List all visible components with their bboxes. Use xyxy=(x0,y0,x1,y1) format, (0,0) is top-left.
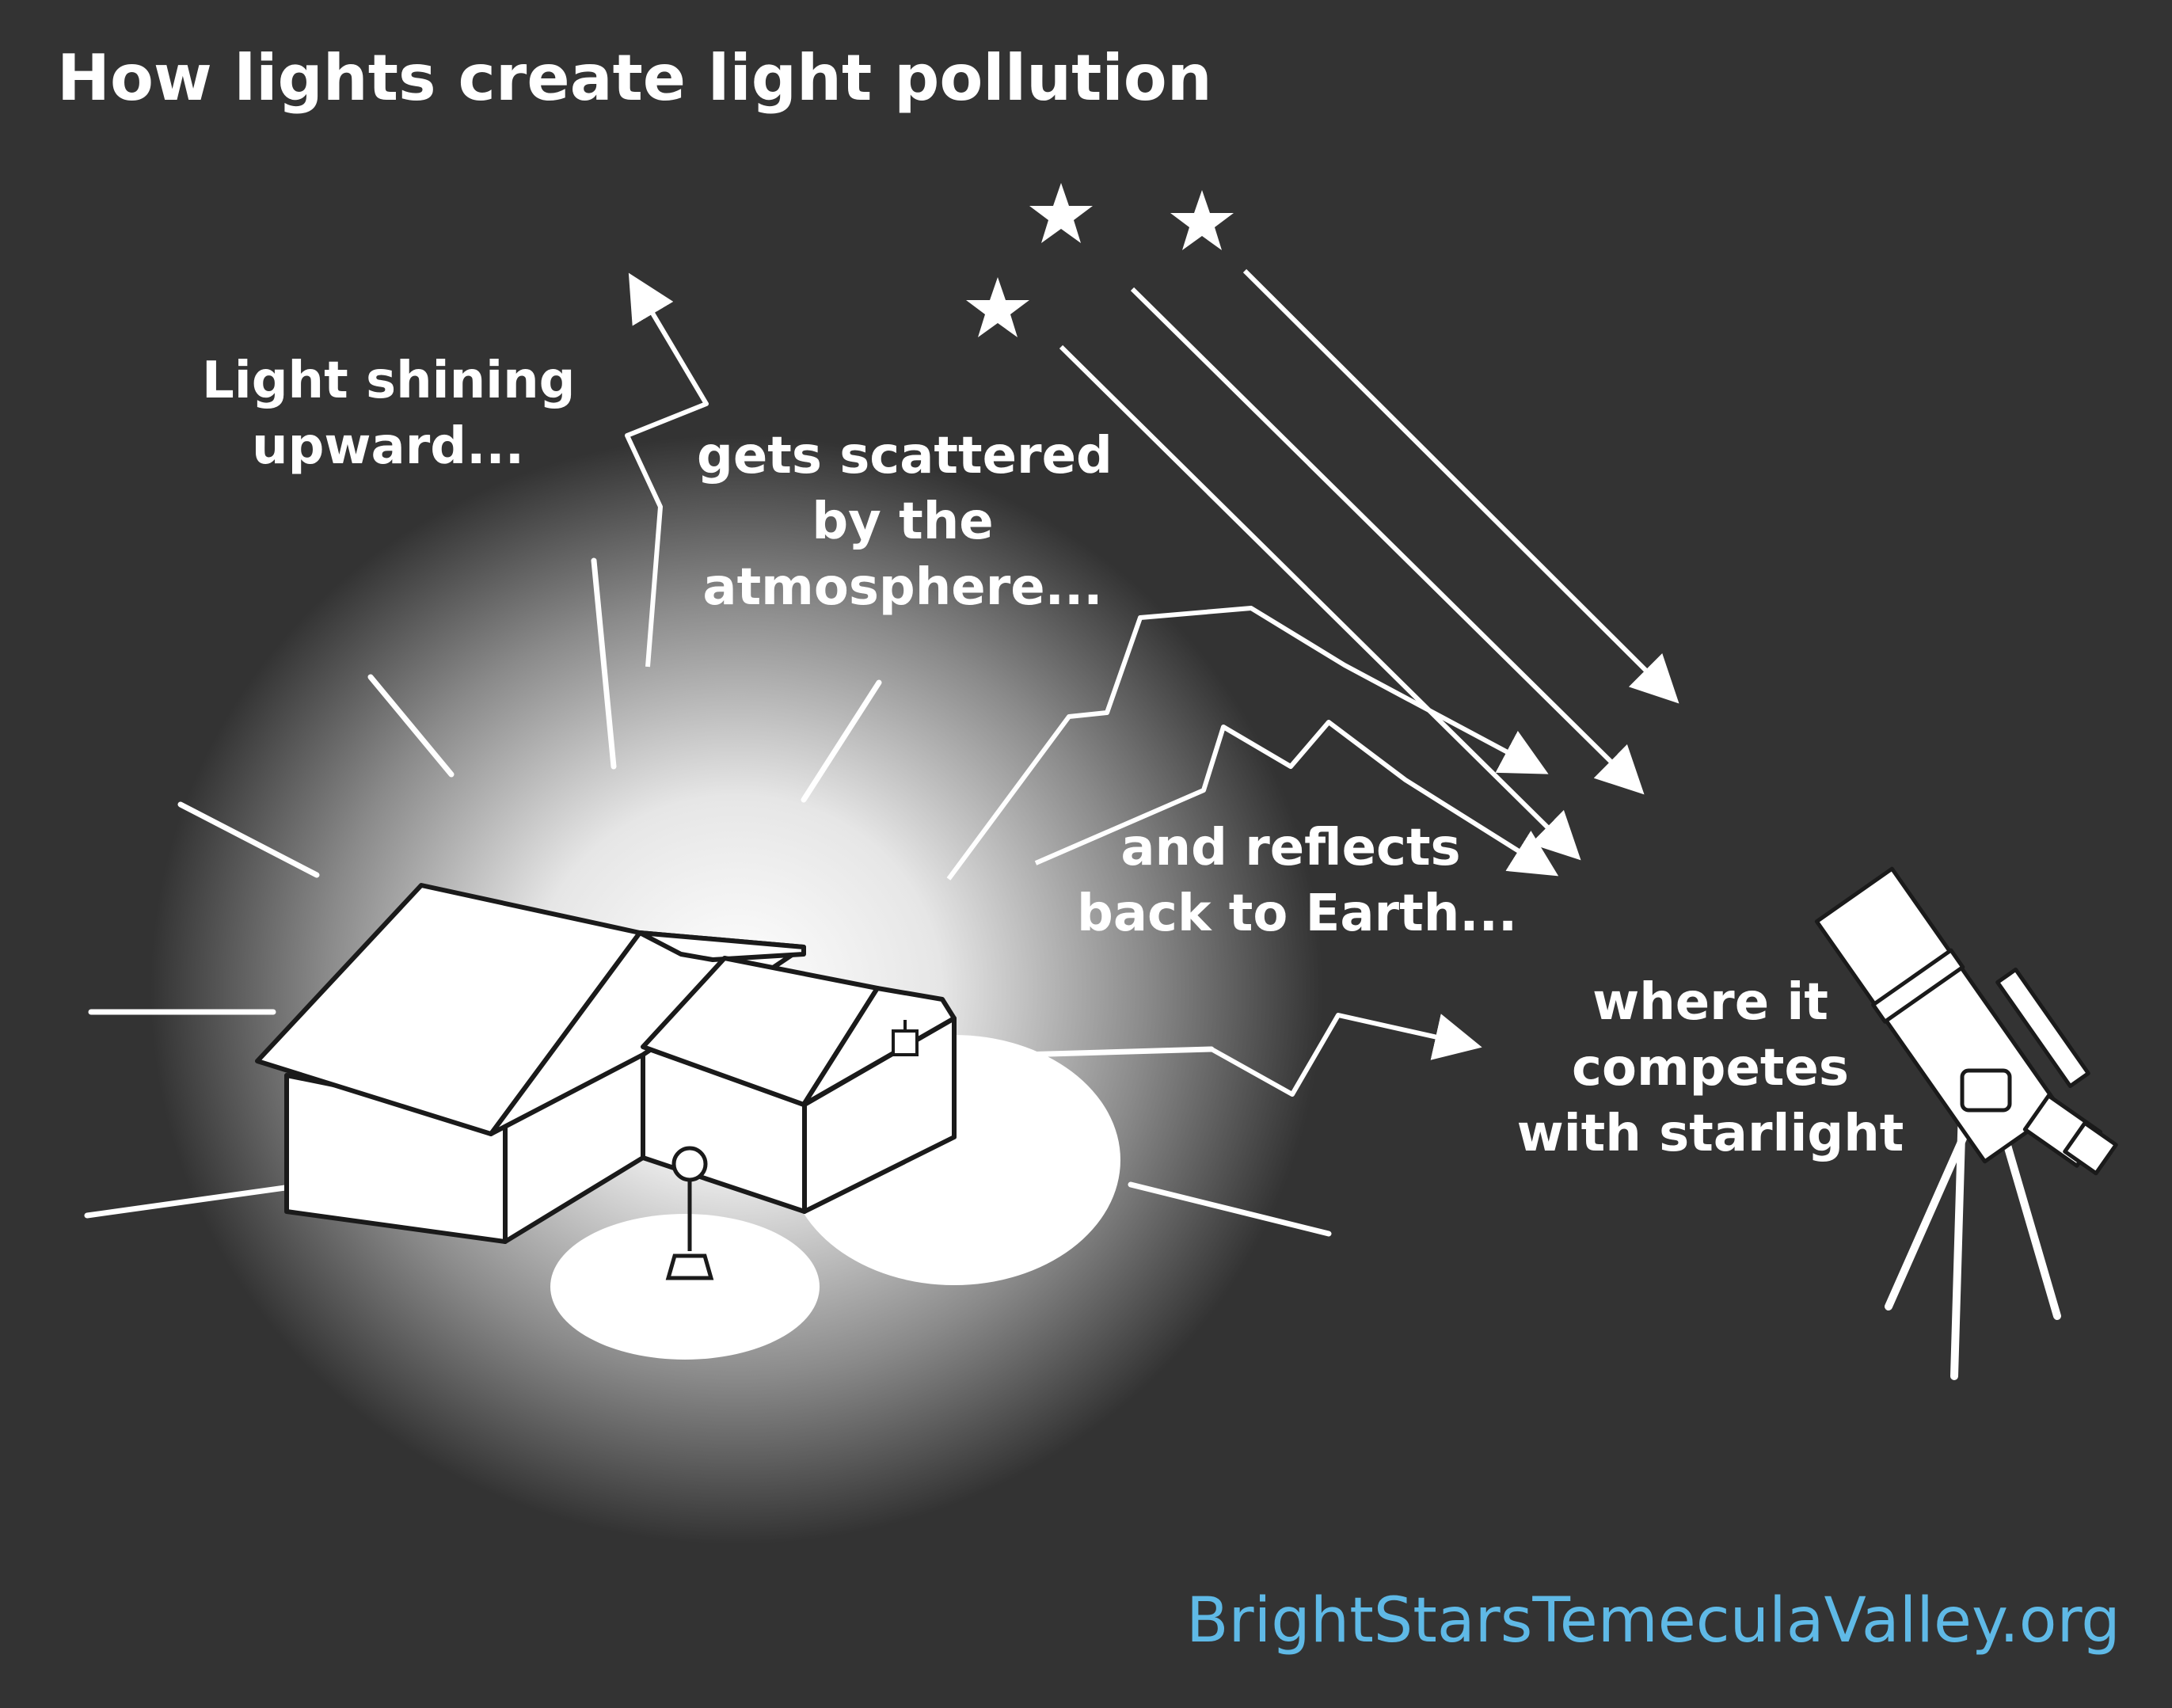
star-icon xyxy=(966,277,1029,337)
lamp-post-icon xyxy=(665,1146,714,1280)
caption-competes: where it competes with starlight xyxy=(1516,973,1904,1164)
stars xyxy=(966,183,1234,337)
telescope-icon xyxy=(1814,866,2118,1380)
competing-light-arrow xyxy=(1021,1013,1482,1097)
reflected-light-arrow xyxy=(1034,720,1559,877)
diagram-title: How lights create light pollution xyxy=(57,41,1212,115)
caption-upward: Light shining upward... xyxy=(202,352,576,477)
footer-website: BrightStarsTemeculaValley.org xyxy=(1186,1585,2121,1657)
upward-light-arrow xyxy=(625,272,709,668)
caption-scattered: gets scattered by the atmosphere... xyxy=(697,427,1113,618)
porch-light-icon xyxy=(892,1020,919,1056)
caption-reflects: and reflects back to Earth... xyxy=(1077,819,1518,944)
scattered-light-arrow xyxy=(946,606,1549,881)
house-icon xyxy=(255,883,957,1244)
starlight-arrows xyxy=(1059,268,1679,861)
star-icon xyxy=(1170,190,1234,250)
star-icon xyxy=(1029,183,1093,243)
